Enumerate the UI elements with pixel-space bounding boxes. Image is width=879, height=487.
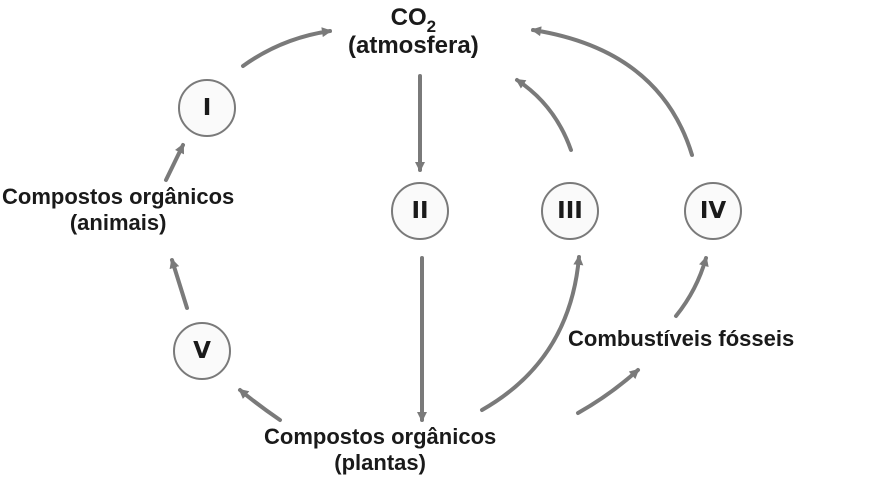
arrow-plants-to-V — [238, 388, 282, 422]
process-II-circle: II — [391, 182, 449, 240]
plant-compounds-line1: Compostos orgânicos — [264, 424, 497, 449]
animal-compounds-label: Compostos orgânicos (animais) — [2, 184, 234, 236]
process-IV-circle: IV — [684, 182, 742, 240]
fossil-fuels-label: Combustíveis fósseis — [568, 326, 795, 351]
plant-compounds-label: Compostos orgânicos (plantas) — [264, 424, 496, 476]
process-III-circle: III — [541, 182, 599, 240]
plant-compounds-line2: (plantas) — [334, 449, 426, 475]
arrow-IV-to-co2 — [531, 26, 694, 157]
arrow-plants-to-III — [480, 255, 584, 412]
process-V-circle: V — [173, 322, 231, 380]
arrow-fossils-to-IV — [674, 256, 709, 318]
animal-compounds-line1: Compostos orgânicos — [2, 184, 235, 209]
process-I-circle: I — [178, 79, 236, 137]
arrow-plants-to-fossils — [576, 368, 640, 415]
co2-formula-subscript: 2 — [426, 17, 437, 36]
arrow-V-to-animals — [169, 258, 189, 310]
arrow-III-to-co2 — [515, 78, 573, 152]
co2-formula: CO2 — [390, 4, 436, 36]
atmosphere-subtitle: (atmosfera) — [348, 32, 479, 60]
co2-formula-main: CO — [390, 4, 427, 31]
co2-atmosphere-label: CO2 (atmosfera) — [348, 4, 479, 61]
arrow-I-to-co2 — [241, 27, 332, 68]
animal-compounds-line2: (animais) — [69, 209, 167, 235]
arrow-animals-to-I — [164, 143, 185, 182]
